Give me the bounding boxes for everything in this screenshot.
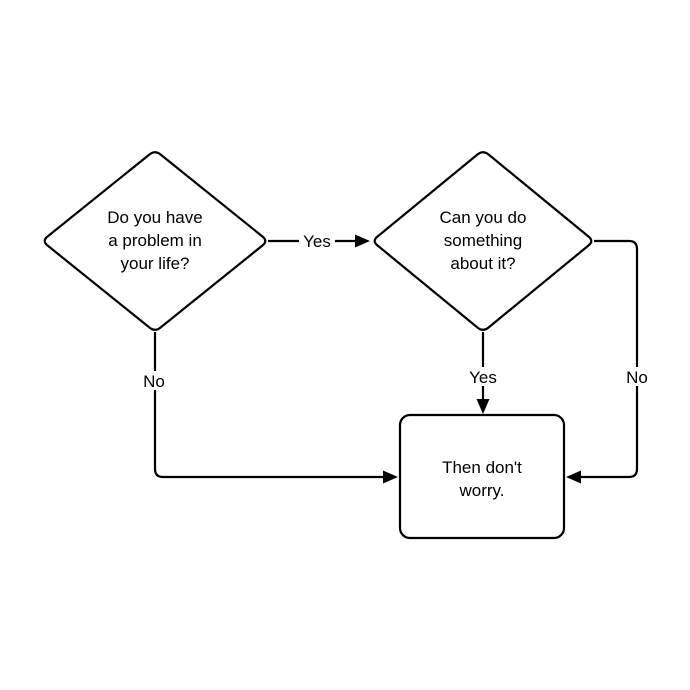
arrowhead-right-icon — [383, 470, 398, 484]
process-node-worry: Then don't worry. — [398, 413, 566, 540]
label-bg — [465, 367, 501, 386]
edge-problem-yes-label: Yes — [303, 232, 331, 251]
edge-something-yes-label-group: Yes — [465, 367, 501, 387]
decision-node-problem-text: your life? — [121, 254, 190, 273]
arrowhead-right-icon — [355, 234, 370, 248]
process-node-worry-text: worry. — [458, 481, 504, 500]
edge-something-no-label: No — [626, 368, 648, 387]
edge-problem-no — [153, 332, 398, 484]
label-bg — [299, 231, 335, 250]
label-bg — [623, 367, 650, 386]
process-node-worry-text: Then don't — [442, 458, 522, 477]
edge-problem-no-label: No — [143, 372, 165, 391]
decision-node-something: Can you do something about it? — [373, 151, 593, 331]
decision-node-something-text: Can you do — [440, 208, 527, 227]
decision-node-something-text: about it? — [450, 254, 515, 273]
decision-node-something-shape — [373, 151, 593, 331]
decision-node-something-text: something — [444, 231, 522, 250]
decision-node-problem: Do you have a problem in your life? — [43, 151, 267, 331]
arrowhead-down-icon — [476, 399, 490, 414]
edge-problem-yes-label-group: Yes — [299, 231, 335, 251]
edge-something-no-line — [579, 239, 639, 479]
label-bg — [141, 371, 168, 390]
decision-node-problem-shape — [43, 151, 267, 331]
edge-something-yes — [476, 332, 490, 414]
edge-something-no — [566, 239, 639, 484]
edge-something-no-label-group: No — [623, 367, 650, 387]
decision-node-problem-text: a problem in — [108, 231, 202, 250]
decision-node-problem-text: Do you have — [107, 208, 202, 227]
edge-problem-no-line — [153, 332, 385, 479]
process-node-worry-shape — [398, 413, 566, 540]
edge-something-yes-label: Yes — [469, 368, 497, 387]
arrowhead-left-icon — [566, 470, 581, 484]
edge-problem-no-label-group: No — [141, 371, 168, 391]
